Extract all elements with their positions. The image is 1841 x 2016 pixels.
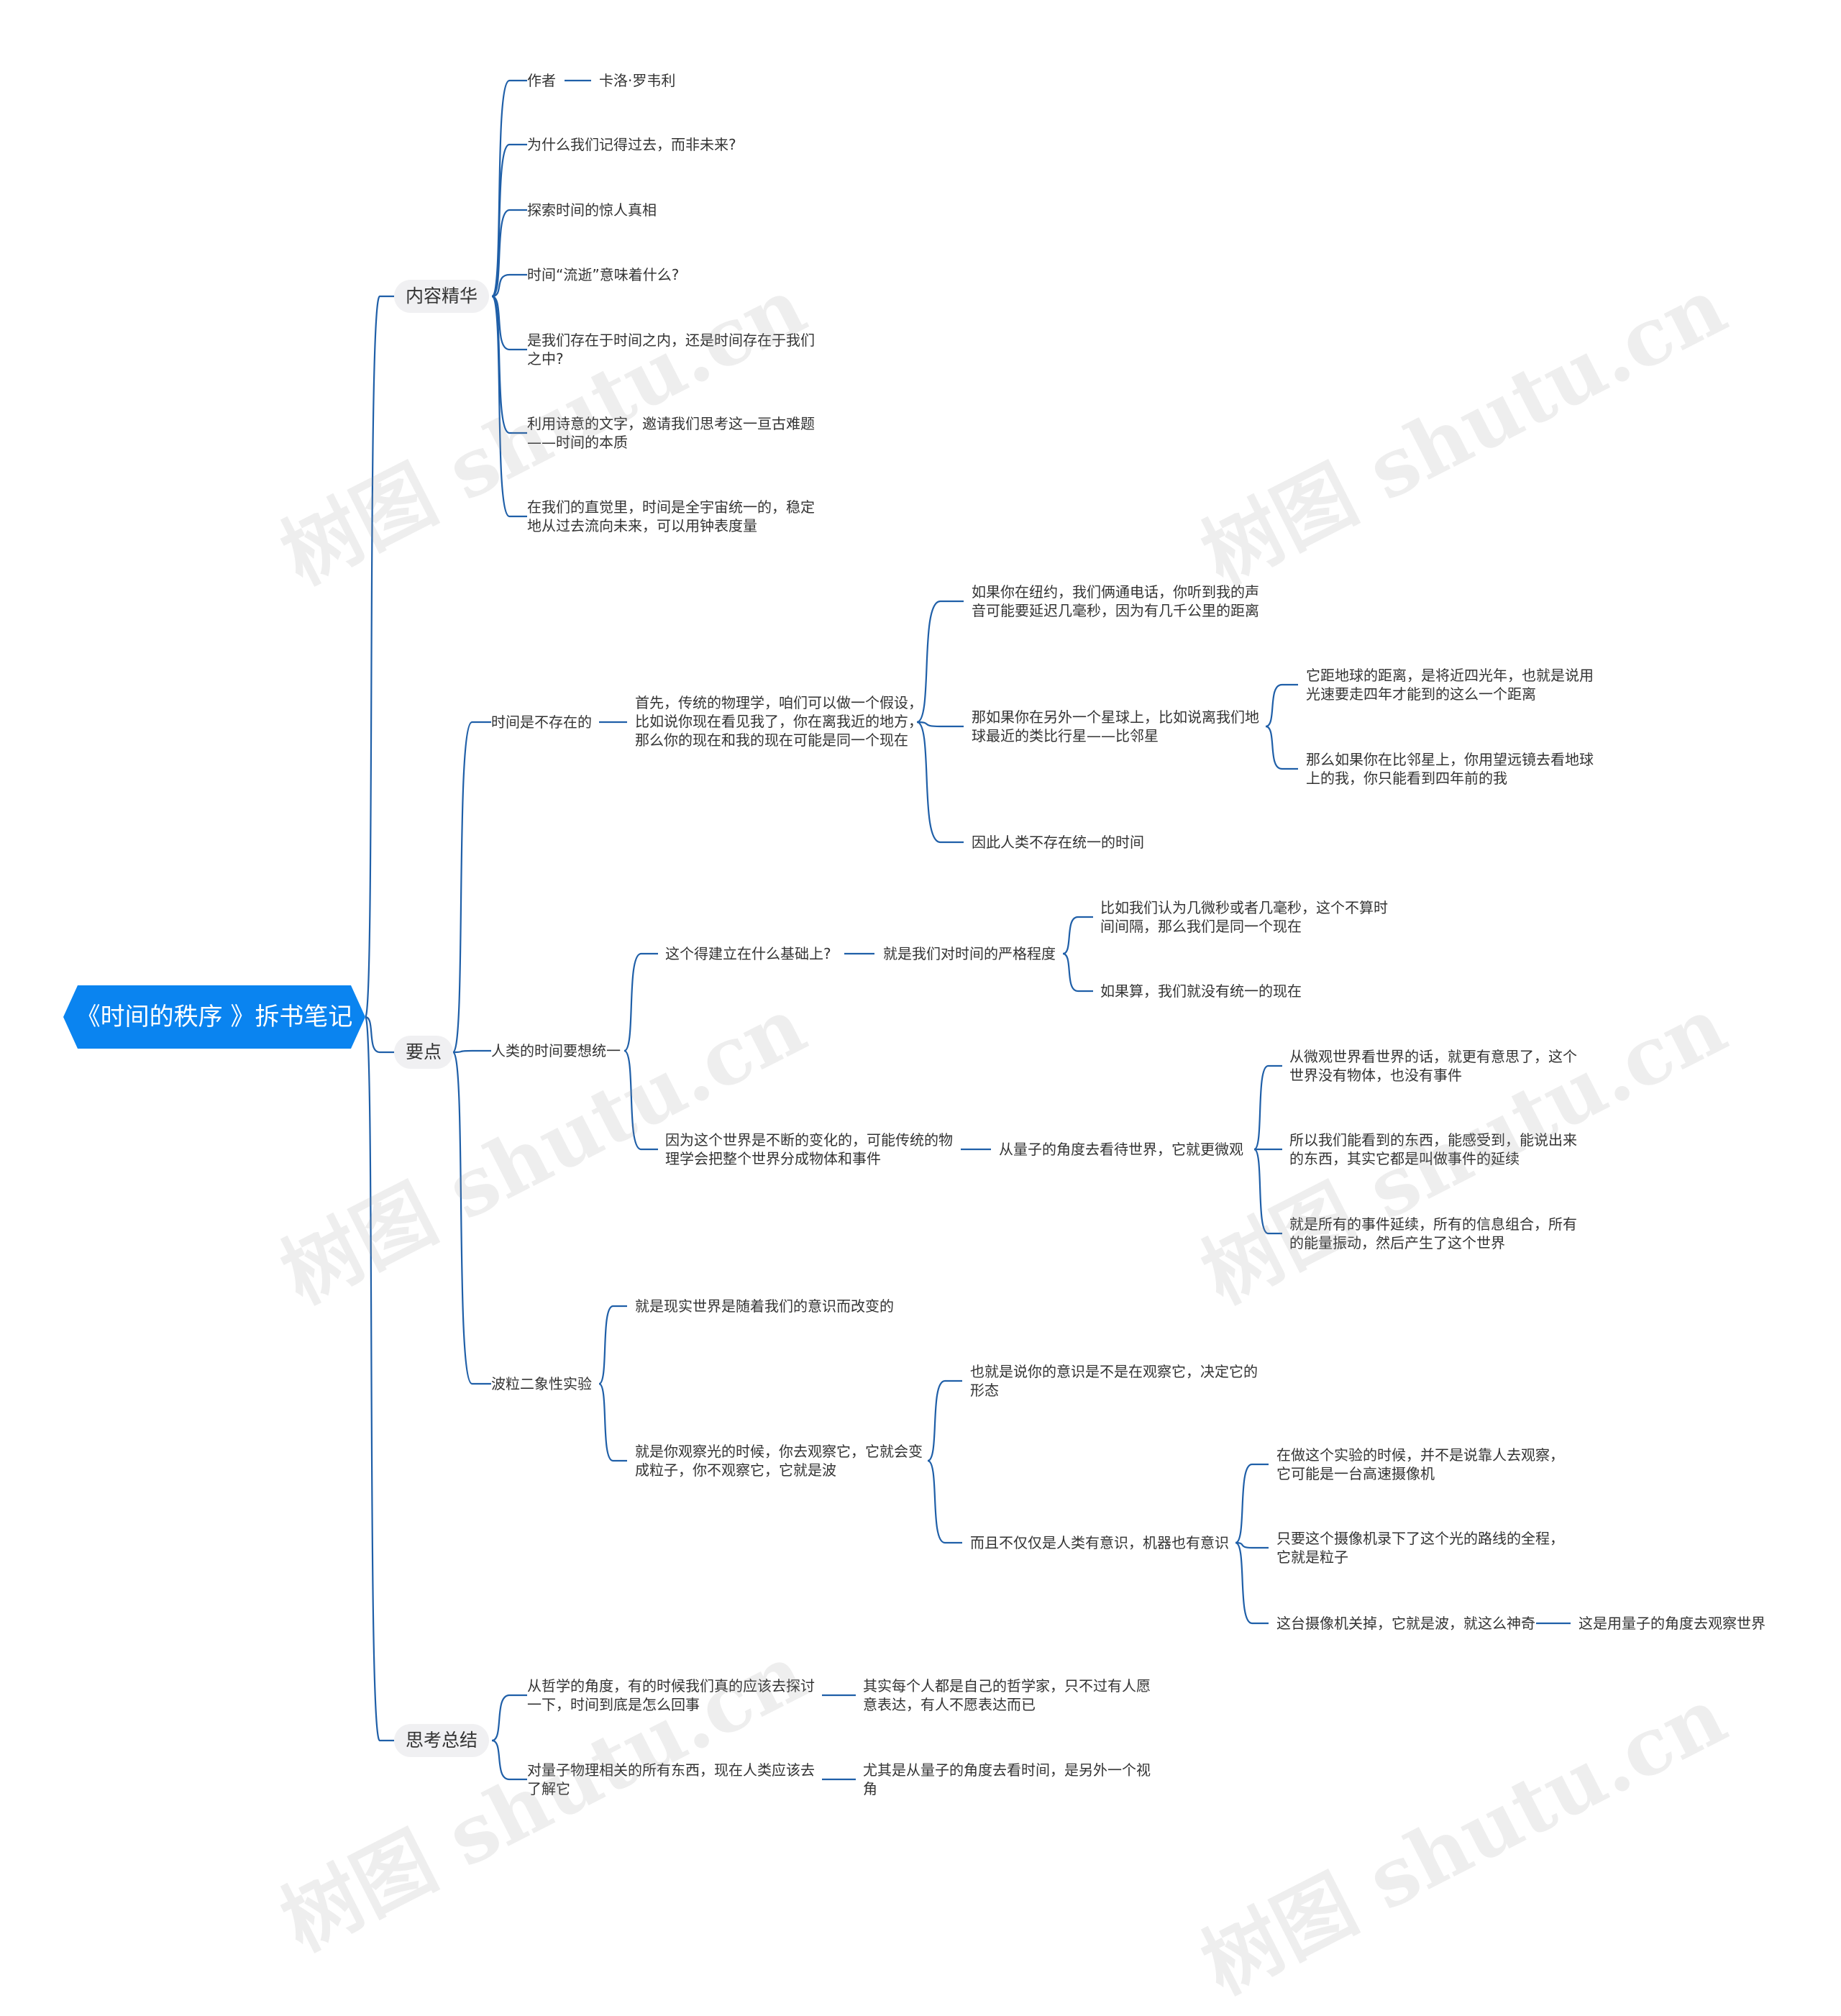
node-other-planet[interactable]: 那如果你在另外一个星球上，比如说离我们地球最近的类比行星——比邻星 [972,708,1259,744]
connector [491,209,527,298]
connector [364,1016,394,1742]
connector [1265,725,1298,770]
node-no-unified-time[interactable]: 因此人类不存在统一的时间 [972,834,1144,851]
connector [598,1305,627,1385]
node-exist-in-time[interactable]: 是我们存在于时间之内，还是时间存在于我们之中? [527,332,815,368]
node-strictness[interactable]: 就是我们对时间的严格程度 [883,945,1056,962]
node-everyone-philosopher[interactable]: 其实每个人都是自己的哲学家，只不过有人愿意表达，有人不愿表达而已 [863,1677,1151,1713]
node-camera-records[interactable]: 只要这个摄像机录下了这个光的路线的全程，它就是粒子 [1276,1530,1564,1566]
node-event-continuation[interactable]: 所以我们能看到的东西，能感受到，能说出来的东西，其实它都是叫做事件的延续 [1289,1131,1577,1167]
node-time-nonexistent[interactable]: 时间是不存在的 [491,713,592,731]
connector [491,1739,527,1781]
node-microseconds[interactable]: 比如我们认为几微秒或者几毫秒，这个不算时间间隔，那么我们是同一个现在 [1100,899,1388,935]
connector [1062,916,1093,955]
connector [916,721,964,844]
connector [1265,683,1298,728]
node-energy-vibration[interactable]: 就是所有的事件延续，所有的信息组合，所有的能量振动，然后产生了这个世界 [1289,1215,1577,1251]
connector [1253,1064,1282,1151]
node-unify-time[interactable]: 人类的时间要想统一 [491,1042,621,1059]
branch-key-points[interactable]: 要点 [394,1036,454,1069]
node-observe-light[interactable]: 就是你观察光的时候，你去观察它，它就会变成粒子，你不观察它，它就是波 [635,1443,923,1479]
branch-reflection[interactable]: 思考总结 [394,1724,490,1757]
connector [490,295,527,518]
connector [490,79,527,298]
node-basis-question[interactable]: 这个得建立在什么基础上? [665,945,831,962]
node-micro-world[interactable]: 从微观世界看世界的话，就更有意思了，这个世界没有物体，也没有事件 [1289,1048,1577,1084]
connector [452,1051,491,1385]
node-quantum-view[interactable]: 从量子的角度去看待世界，它就更微观 [999,1141,1243,1158]
connector [623,952,658,1052]
connector [491,1694,527,1742]
node-why-remember[interactable]: 为什么我们记得过去，而非未来? [527,136,736,153]
connector [491,273,527,298]
connector [365,1016,394,1054]
node-intuition[interactable]: 在我们的直觉里，时间是全宇宙统一的，稳定地从过去流向未来，可以用钟表度量 [527,498,815,534]
root-topic[interactable]: 《时间的秩序 》拆书笔记 [63,985,365,1049]
connector [1062,952,1093,993]
node-new-york-call[interactable]: 如果你在纽约，我们俩通电话，你听到我的声音可能要延迟几毫秒，因为有几千公里的距离 [972,583,1259,619]
connector [491,295,527,351]
node-world-changes[interactable]: 因为这个世界是不断的变化的，可能传统的物理学会把整个世界分成物体和事件 [665,1131,953,1167]
connector [927,1379,962,1462]
node-camera-off[interactable]: 这台摄像机关掉，它就是波，就这么神奇 [1276,1615,1535,1632]
connector [916,721,964,728]
node-four-light-years[interactable]: 它距地球的距离，是将近四光年，也就是说用光速要走四年才能到的这么一个距离 [1306,667,1594,703]
node-another-perspective[interactable]: 尤其是从量子的角度去看时间，是另外一个视角 [863,1761,1151,1797]
connector [598,1382,627,1462]
node-consciousness-changes[interactable]: 就是现实世界是随着我们的意识而改变的 [635,1297,894,1315]
node-author-name[interactable]: 卡洛·罗韦利 [599,72,676,89]
connector [1235,1541,1269,1549]
node-quantum-observe[interactable]: 这是用量子的角度去观察世界 [1579,1615,1765,1632]
branch-content-highlights[interactable]: 内容精华 [394,280,490,313]
connector [1253,1148,1282,1235]
node-quantum-physics[interactable]: 对量子物理相关的所有东西，现在人类应该去了解它 [527,1761,815,1797]
connector [1235,1541,1269,1625]
connector [927,1459,962,1544]
connector [452,1049,491,1054]
node-explore-truth[interactable]: 探索时间的惊人真相 [527,201,657,219]
connector [490,143,527,298]
node-if-counted[interactable]: 如果算，我们就没有统一的现在 [1100,982,1302,1000]
node-high-speed-camera[interactable]: 在做这个实验的时候，并不是说靠人去观察，它可能是一台高速摄像机 [1276,1446,1564,1482]
node-telescope[interactable]: 那么如果你在比邻星上，你用望远镜去看地球上的我，你只能看到四年前的我 [1306,751,1594,787]
node-machines-conscious[interactable]: 而且不仅仅是人类有意识，机器也有意识 [970,1534,1229,1551]
node-observation-decides[interactable]: 也就是说你的意识是不是在观察它，决定它的形态 [970,1363,1258,1399]
node-wave-particle[interactable]: 波粒二象性实验 [491,1375,592,1392]
node-time-flow[interactable]: 时间“流逝”意味着什么? [527,266,680,283]
node-philosophy[interactable]: 从哲学的角度，有的时候我们真的应该去探讨一下，时间到底是怎么回事 [527,1677,815,1713]
connector [916,600,964,724]
node-first-assumption[interactable]: 首先，传统的物理学，咱们可以做一个假设，比如说你现在看见我了，你在离我近的地方，… [635,694,923,749]
connector-lines [364,79,1571,1781]
connector [452,721,491,1054]
connector [1235,1463,1269,1544]
node-poetic-words[interactable]: 利用诗意的文字，邀请我们思考这一亘古难题——时间的本质 [527,415,815,451]
node-author[interactable]: 作者 [527,72,556,89]
connector [623,1049,658,1151]
connector [364,295,394,1018]
